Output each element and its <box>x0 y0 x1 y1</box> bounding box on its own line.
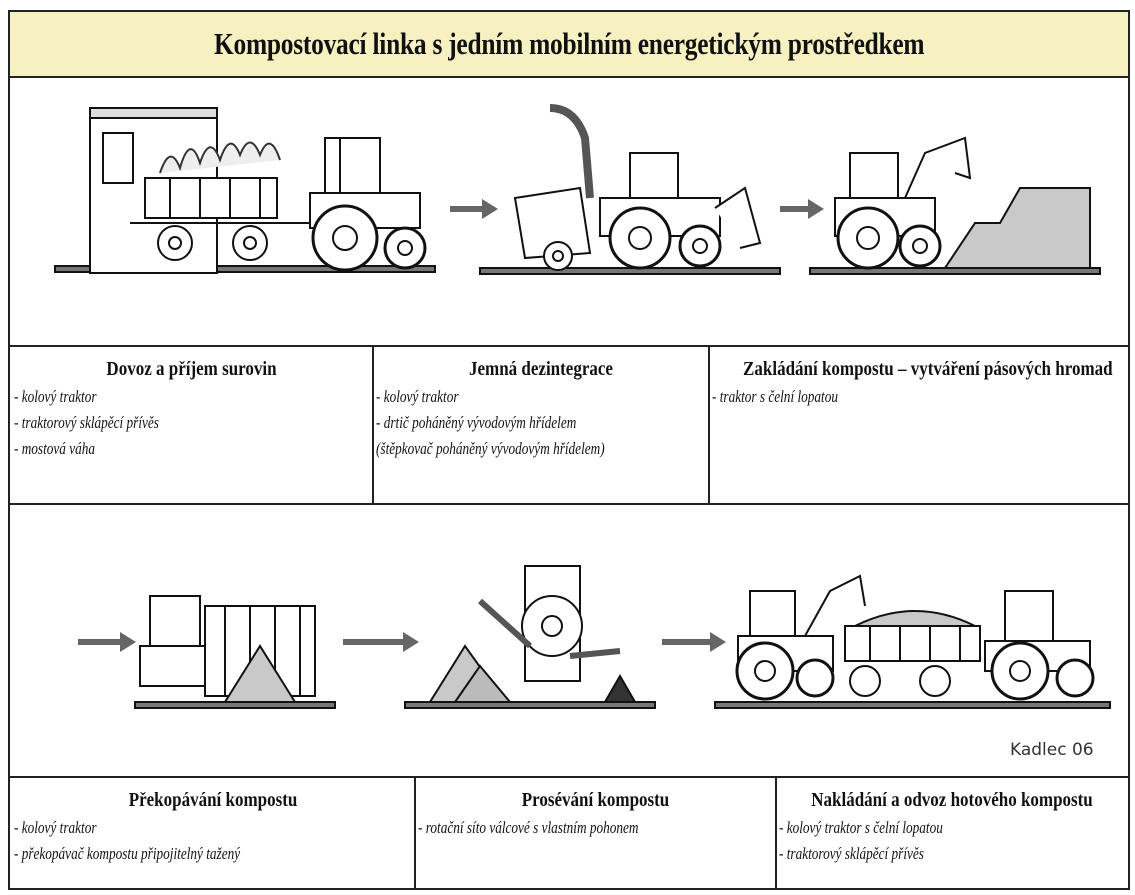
step-item: - mostová váha <box>14 439 96 458</box>
flow-arrow-5 <box>662 632 726 652</box>
step-card-proseveni: Prosévání kompostu - rotační síto válcov… <box>418 789 773 838</box>
step-item: - kolový traktor s čelní lopatou <box>779 818 943 837</box>
step-item: - traktorový sklápěcí přívěs <box>779 844 924 863</box>
top-illustrations <box>54 104 1101 275</box>
step-title: Zakládání kompostu – vytváření pásových … <box>743 358 1113 380</box>
divider-bottom-desc <box>10 776 1128 778</box>
step-item: - kolový traktor <box>14 818 97 837</box>
divider-v-2 <box>708 345 710 503</box>
trailer-illustration <box>130 141 310 261</box>
tractor-illustration-3 <box>984 590 1095 701</box>
divider-v-3 <box>414 776 416 890</box>
compost-turner-illustration <box>139 595 316 703</box>
tractor-illustration-2 <box>599 152 762 270</box>
step-title: Nakládání a odvoz hotového kompostu <box>811 789 1093 811</box>
step-item: - traktor s čelní lopatou <box>712 387 838 406</box>
flow-arrow-1 <box>450 199 498 219</box>
divider-v-1 <box>372 345 374 503</box>
bottom-illustrations <box>78 565 1111 709</box>
step-item: - překopávač kompostu připojitelný tažen… <box>14 844 241 863</box>
scale-building-illustration <box>89 107 218 274</box>
compost-windrow-illustration <box>943 187 1091 269</box>
step-card-prekopavani: Překopávání kompostu - kolový traktor - … <box>14 789 412 864</box>
loader-tractor-illustration <box>834 136 972 270</box>
step-title: Jemná dezintegrace <box>469 358 613 380</box>
chipper-illustration <box>513 104 594 271</box>
dump-trailer-illustration <box>844 610 981 697</box>
divider-mid <box>10 503 1128 505</box>
diagram-frame: Kompostovací linka s jedním mobilním ene… <box>8 10 1130 890</box>
title-band: Kompostovací linka s jedním mobilním ene… <box>10 12 1128 78</box>
step-item: (štěpkovač poháněný vývodovým hřídelem) <box>376 439 605 458</box>
divider-v-4 <box>775 776 777 890</box>
step-item: - traktorový sklápěcí přívěs <box>14 413 159 432</box>
divider-top-desc <box>10 345 1128 347</box>
flow-arrow-4 <box>343 632 419 652</box>
step-item: - rotační síto válcové s vlastním pohone… <box>418 818 639 837</box>
loading-tractor-illustration <box>735 574 866 701</box>
step-item: - drtič poháněný vývodovým hřídelem <box>376 413 577 432</box>
author-signature: Kadlec 06 <box>1010 740 1094 760</box>
step-card-dovoz: Dovoz a příjem surovin - kolový traktor … <box>14 358 369 459</box>
step-title: Dovoz a příjem surovin <box>106 358 277 380</box>
step-title: Překopávání kompostu <box>128 789 298 811</box>
step-item: - kolový traktor <box>376 387 459 406</box>
flow-arrow-2 <box>780 199 824 219</box>
diagram-title: Kompostovací linka s jedním mobilním ene… <box>213 26 925 61</box>
step-card-nakladani: Nakládání a odvoz hotového kompostu - ko… <box>779 789 1125 864</box>
flow-arrow-3 <box>78 632 136 652</box>
step-item: - kolový traktor <box>14 387 97 406</box>
step-card-dezintegrace: Jemná dezintegrace - kolový traktor - dr… <box>376 358 706 459</box>
rotary-screen-illustration <box>428 565 637 703</box>
step-card-zakladani: Zakládání kompostu – vytváření pásových … <box>712 358 1126 407</box>
tractor-illustration-1 <box>309 137 427 272</box>
step-title: Prosévání kompostu <box>521 789 670 811</box>
